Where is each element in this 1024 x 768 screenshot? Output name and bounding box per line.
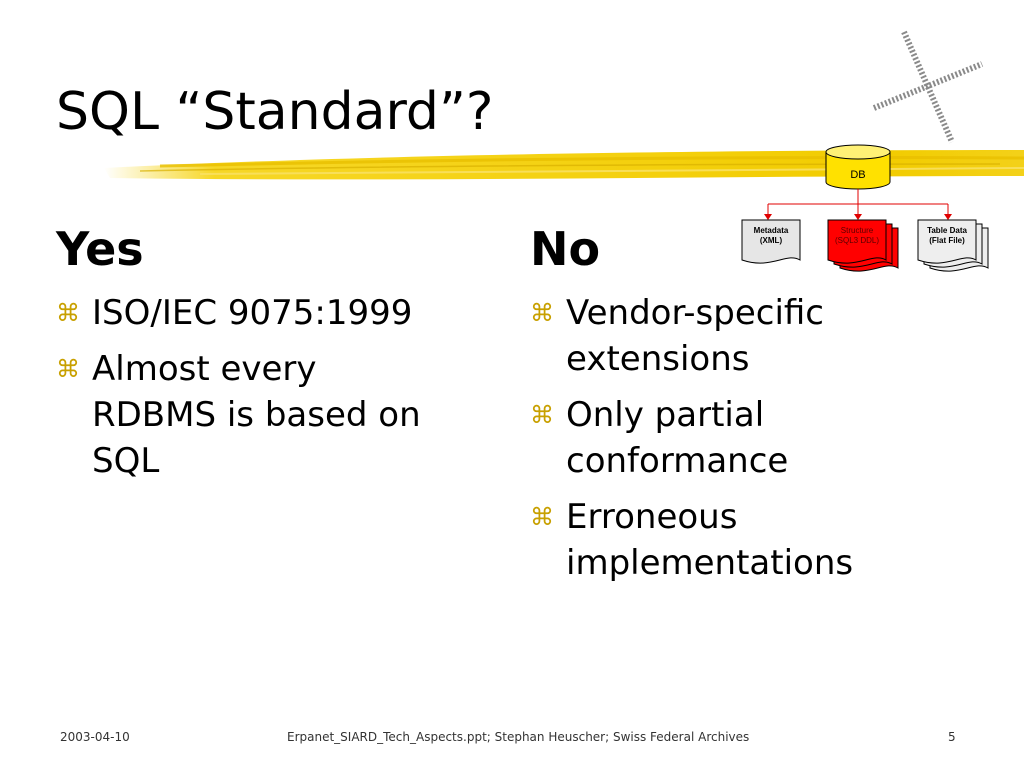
footer-source: Erpanet_SIARD_Tech_Aspects.ppt; Stephan …	[287, 730, 750, 744]
command-key-icon: ⌘	[530, 503, 554, 531]
document-icon	[741, 219, 801, 264]
doc-label-line2: (Flat File)	[929, 236, 965, 245]
connector-lines	[767, 189, 949, 216]
bullet-text: ISO/IEC 9075:1999	[92, 293, 413, 333]
bullet-text: Vendor-specific extensions	[566, 293, 825, 379]
yes-bullet-list: ⌘ ISO/IEC 9075:1999 ⌘ Almost every RDBMS…	[56, 290, 516, 494]
command-key-icon: ⌘	[56, 355, 80, 383]
bullet-text: Almost every RDBMS is based on SQL	[92, 349, 421, 481]
no-bullet-list: ⌘ Vendor-specific extensions ⌘ Only part…	[530, 290, 930, 596]
yes-heading: Yes	[56, 222, 144, 276]
doc-label-line1: Table Data	[927, 226, 967, 235]
arrow-heads	[764, 214, 952, 220]
stacked-documents-icon	[917, 219, 989, 272]
cross-star-logo-icon	[866, 24, 990, 148]
command-key-icon: ⌘	[56, 299, 80, 327]
list-item: ⌘ Only partial conformance	[530, 392, 930, 484]
command-key-icon: ⌘	[530, 299, 554, 327]
doc-label-line1: Metadata	[754, 226, 789, 235]
list-item: ⌘ Almost every RDBMS is based on SQL	[56, 346, 516, 484]
db-diagram: DB Metadata (XML) Structure (SQL3 DDL)	[741, 144, 989, 272]
no-heading: No	[530, 222, 601, 276]
list-item: ⌘ Vendor-specific extensions	[530, 290, 930, 382]
footer-date: 2003-04-10	[60, 730, 130, 744]
doc-label-line2: (SQL3 DDL)	[835, 236, 879, 245]
list-item: ⌘ Erroneous implementations	[530, 494, 930, 586]
footer-page-number: 5	[948, 730, 956, 744]
doc-label-line1: Structure	[841, 226, 874, 235]
bullet-text: Erroneous implementations	[566, 497, 854, 583]
db-label: DB	[850, 169, 865, 181]
command-key-icon: ⌘	[530, 401, 554, 429]
database-cylinder-icon	[825, 144, 891, 190]
page-title: SQL “Standard”?	[56, 82, 494, 142]
list-item: ⌘ ISO/IEC 9075:1999	[56, 290, 516, 336]
bullet-text: Only partial conformance	[566, 395, 789, 481]
stacked-documents-icon	[827, 219, 899, 272]
doc-label-line2: (XML)	[760, 236, 783, 245]
